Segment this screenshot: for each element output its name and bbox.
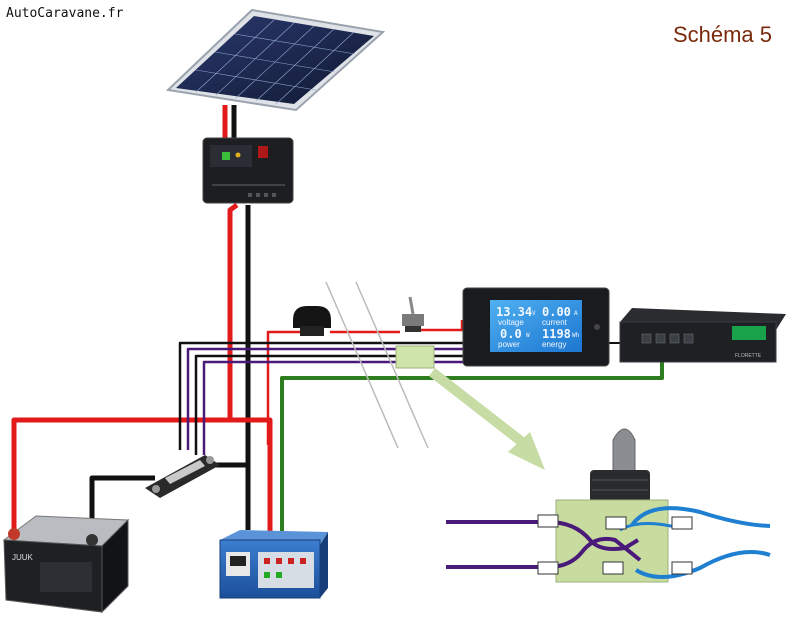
power-meter: [462, 287, 610, 367]
control-panel: FLORETTE: [619, 308, 786, 363]
solar-panel: [165, 8, 386, 112]
shunt: [145, 455, 220, 498]
connector-box: [395, 345, 435, 369]
thin-violet-wire-1: [186, 347, 470, 450]
controller-positive-wire: [227, 202, 239, 420]
site-label: AutoCaravane.fr: [6, 6, 124, 21]
battery-positive-wire: [11, 417, 230, 530]
charger-positive-wire: [230, 417, 273, 540]
thin-violet-wire-2: [202, 360, 470, 455]
signal-wire: [280, 362, 664, 535]
cut-line-2: [355, 281, 429, 449]
thin-red-wire: [266, 320, 464, 445]
thin-black-wire-1: [178, 341, 470, 450]
battery: JUUK: [2, 515, 130, 614]
zoom-arrow: [428, 368, 526, 446]
zoom-arrowhead: [508, 432, 545, 470]
wires: [11, 105, 664, 540]
panel-brand-text: FLORETTE: [735, 353, 762, 359]
battery-charger: [219, 530, 328, 599]
cut-line-1: [325, 281, 399, 449]
charge-controller: [202, 137, 294, 204]
diagram-title: Schéma 5: [672, 22, 772, 47]
svg-text:JUUK: JUUK: [12, 553, 34, 562]
toggle-switch-small: [402, 296, 424, 332]
thin-black-wire-2: [194, 354, 470, 455]
fuse-holder: [293, 306, 331, 336]
switch-detail: [446, 428, 771, 583]
